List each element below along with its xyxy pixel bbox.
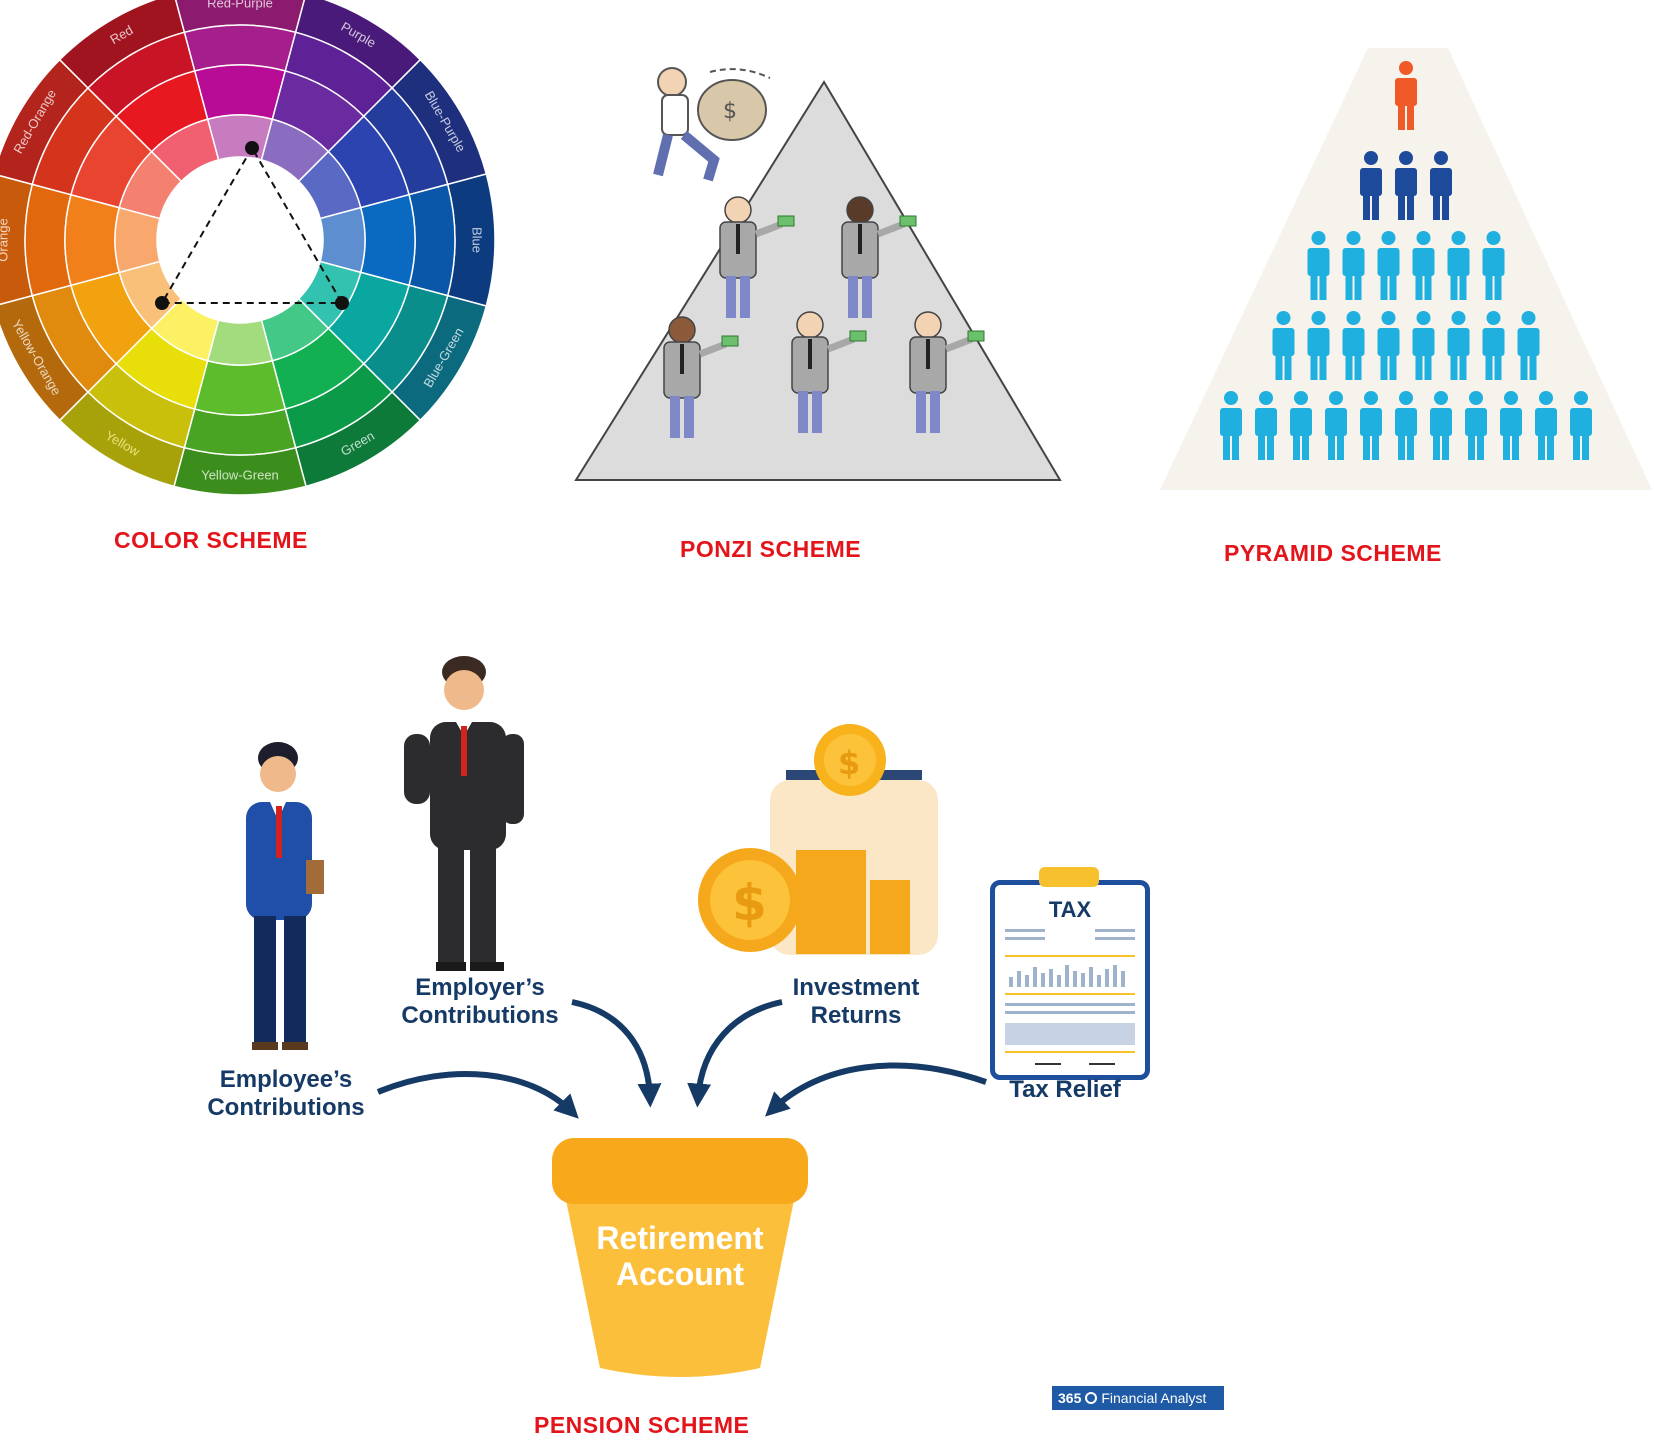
person-icon	[1430, 391, 1452, 460]
brand-badge: 365 Financial Analyst	[1052, 1386, 1224, 1410]
person-icon	[1342, 311, 1365, 380]
person-icon	[1377, 311, 1400, 380]
color-wheel-label: Red-Purple	[207, 0, 273, 10]
arrow-employee	[376, 1070, 579, 1119]
brand-name: Financial Analyst	[1101, 1390, 1207, 1406]
retirement-account-text: Retirement Account	[596, 1220, 764, 1292]
person-icon	[1272, 311, 1295, 380]
triad-triangle	[160, 146, 344, 304]
person-icon	[1535, 391, 1557, 460]
retirement-pot-icon	[552, 1138, 808, 1377]
person-icon	[1412, 311, 1435, 380]
person-icon	[1482, 311, 1505, 380]
escaping-man-icon: $	[653, 67, 771, 182]
arrow-investment	[687, 999, 783, 1108]
color-wheel: Red-PurplePurpleBlue-PurpleBlueBlue-Gree…	[0, 0, 496, 496]
person-icon	[1377, 231, 1400, 300]
label-tax-relief: Tax Relief	[1009, 1076, 1121, 1103]
person-icon	[1307, 231, 1330, 300]
caption-color-scheme: COLOR SCHEME	[114, 527, 308, 553]
person-icon	[1290, 391, 1312, 460]
person-icon	[1395, 151, 1417, 220]
employer-figure	[404, 656, 524, 971]
triad-dot	[155, 296, 169, 310]
svg-text:$: $	[732, 874, 767, 932]
svg-text:$: $	[838, 744, 860, 782]
person-icon	[1500, 391, 1522, 460]
person-icon	[1395, 61, 1417, 130]
person-icon	[1360, 151, 1382, 220]
color-wheel-label: Orange	[0, 218, 10, 261]
employee-label-text: Employee’s Contributions	[207, 1066, 365, 1121]
svg-text:$: $	[723, 99, 737, 124]
business-man-icon	[719, 196, 795, 318]
person-icon	[1465, 391, 1487, 460]
person-icon	[1220, 391, 1242, 460]
brand-logo-icon	[1085, 1392, 1098, 1404]
business-man-icon	[841, 196, 917, 318]
person-icon	[1430, 151, 1452, 220]
caption-pyramid-scheme: PYRAMID SCHEME	[1224, 540, 1442, 566]
pyramid-illustration	[1160, 48, 1652, 490]
caption-pension-scheme: PENSION SCHEME	[534, 1412, 750, 1438]
person-icon	[1482, 231, 1505, 300]
tax-clipboard: TAX	[990, 867, 1150, 1080]
retirement-account-label: Retirement Account	[560, 1220, 800, 1292]
person-icon	[1255, 391, 1277, 460]
person-icon	[1307, 311, 1330, 380]
tax-chart-icon	[1005, 929, 1135, 1065]
business-man-icon	[663, 316, 739, 438]
ponzi-illustration: $	[574, 67, 1062, 481]
person-icon	[1395, 391, 1417, 460]
person-icon	[1517, 311, 1540, 380]
business-man-icon	[791, 311, 867, 433]
clipboard-clip-icon	[1039, 867, 1099, 887]
employer-label-text: Employer’s Contributions	[401, 974, 559, 1029]
investment-label-text: Investment Returns	[792, 974, 920, 1029]
color-wheel-label: Blue	[470, 227, 485, 253]
brand-number: 365	[1058, 1390, 1082, 1406]
person-icon	[1342, 231, 1365, 300]
business-man-icon	[909, 311, 985, 433]
color-wheel-segments	[0, 0, 496, 496]
coin-jar-icon: $ $	[698, 724, 938, 955]
person-icon	[1360, 391, 1382, 460]
label-employer-contributions: Employer’s Contributions	[390, 974, 570, 1030]
triad-dot	[245, 141, 259, 155]
tax-header: TAX	[1048, 897, 1092, 922]
person-icon	[1412, 231, 1435, 300]
label-employee-contributions: Employee’s Contributions	[196, 1066, 376, 1122]
person-icon	[1447, 231, 1470, 300]
person-icon	[1570, 391, 1592, 460]
employee-figure	[246, 742, 324, 1050]
arrow-employer	[571, 999, 662, 1108]
caption-ponzi-scheme: PONZI SCHEME	[680, 536, 862, 562]
pyramid-background	[1160, 48, 1652, 490]
pyramid-people	[1220, 61, 1592, 460]
person-icon	[1447, 311, 1470, 380]
color-wheel-center	[157, 157, 323, 323]
arrow-tax-relief	[765, 1062, 987, 1117]
person-icon	[1325, 391, 1347, 460]
triad-dot	[335, 296, 349, 310]
color-wheel-label: Yellow-Green	[201, 467, 279, 482]
label-investment-returns: Investment Returns	[766, 974, 946, 1030]
business-men	[663, 196, 985, 438]
